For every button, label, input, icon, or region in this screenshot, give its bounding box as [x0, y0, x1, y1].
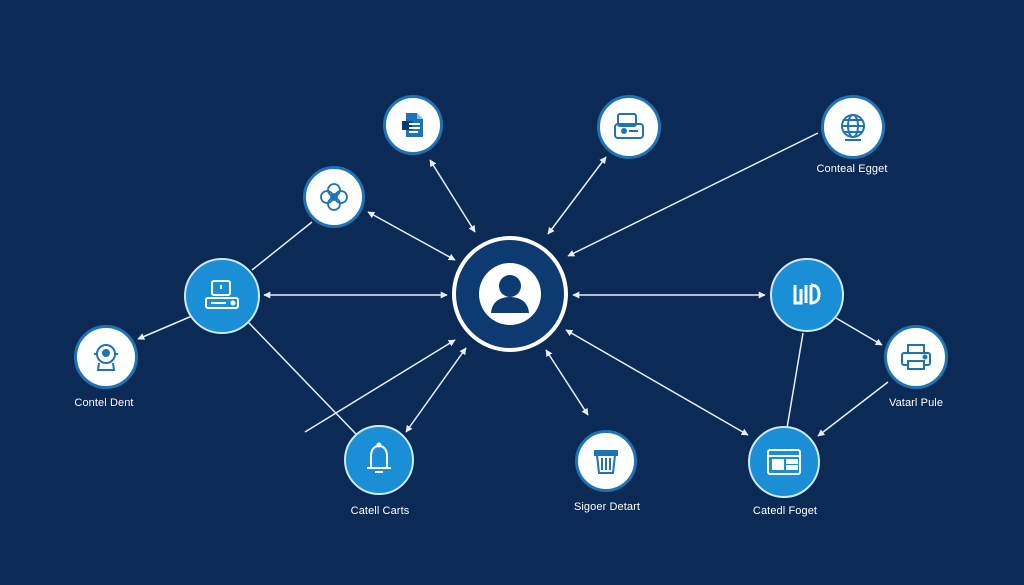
browser-label: Catedl Foget [752, 505, 818, 517]
document-icon [398, 110, 428, 140]
connector-printer-browser [817, 381, 889, 437]
globe-node[interactable] [821, 95, 885, 159]
data-node[interactable] [770, 258, 844, 332]
connector-computer-robot [137, 315, 193, 340]
computer-node[interactable] [184, 258, 260, 334]
connector-computer-flower [251, 221, 313, 271]
flower-node[interactable] [303, 166, 365, 228]
bell-label: Catell Carts [350, 505, 410, 517]
robot-label: Contel Dent [74, 397, 134, 409]
connector-hub-document [429, 159, 476, 233]
user-avatar-icon [477, 261, 543, 327]
computer-icon [202, 278, 242, 314]
connector-hub-trash [545, 349, 589, 416]
device-icon [612, 112, 646, 142]
device-node[interactable] [597, 95, 661, 159]
connector-data-browser [786, 332, 804, 429]
browser-window-icon [765, 446, 803, 478]
printer-node[interactable] [884, 325, 948, 389]
browser-node[interactable] [748, 426, 820, 498]
robot-node[interactable] [74, 325, 138, 389]
connector-data-printer [835, 317, 883, 346]
trash-label: Sigoer Detart [573, 501, 641, 513]
bell-icon [362, 442, 396, 478]
connector-hub-left-open [304, 339, 456, 433]
trash-node[interactable] [575, 430, 637, 492]
printer-label: Vatarl Pule [888, 397, 944, 409]
hub-node[interactable] [452, 236, 568, 352]
connector-hub-flower [367, 211, 456, 261]
robot-icon [90, 341, 122, 373]
connector-computer-bell [247, 321, 357, 435]
globe-icon [837, 111, 869, 143]
document-node[interactable] [383, 95, 443, 155]
connector-hub-device [547, 156, 607, 235]
connector-hub-globe [567, 132, 819, 257]
trash-icon [590, 445, 622, 477]
connector-hub-bell [405, 347, 467, 433]
data-chart-icon [789, 279, 825, 311]
connector-hub-browser [565, 329, 749, 436]
bell-node[interactable] [344, 425, 414, 495]
printer-icon [899, 342, 933, 372]
globe-label: Conteal Egget [816, 163, 888, 175]
flower-icon [318, 181, 350, 213]
